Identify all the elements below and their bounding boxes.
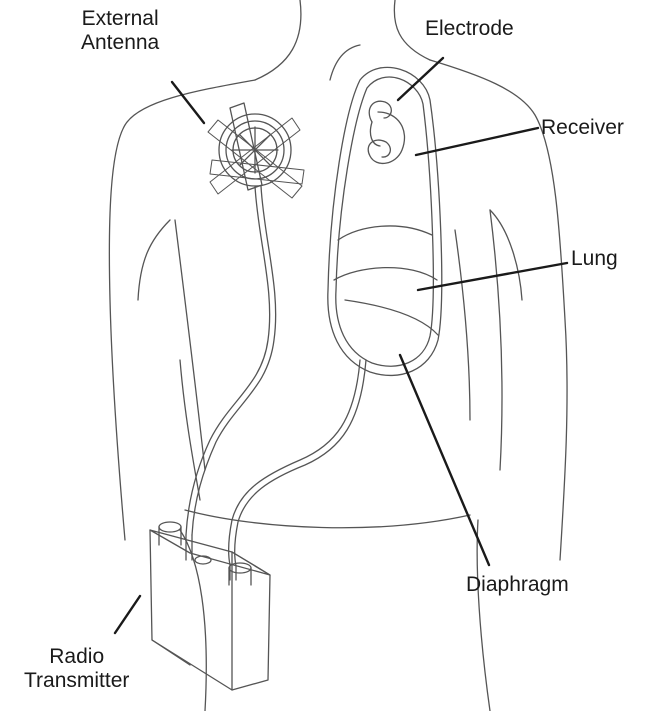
torso-outline — [109, 0, 567, 711]
label-radio-transmitter-line1: Radio — [24, 645, 129, 669]
leader-external-antenna — [172, 82, 204, 123]
label-external-antenna-line1: External — [81, 7, 159, 31]
label-diaphragm: Diaphragm — [466, 573, 569, 597]
label-electrode: Electrode — [425, 17, 514, 41]
lung-shape — [328, 67, 442, 375]
leader-radio-transmitter — [115, 596, 140, 633]
label-external-antenna: External Antenna — [81, 7, 159, 55]
leader-lung — [418, 263, 567, 290]
label-lung: Lung — [571, 247, 618, 271]
label-external-antenna-line2: Antenna — [81, 31, 159, 55]
receiver-coil — [368, 101, 404, 163]
label-radio-transmitter: Radio Transmitter — [24, 645, 129, 693]
radio-transmitter-box — [150, 522, 270, 690]
external-antenna-disc — [208, 103, 304, 198]
label-radio-transmitter-line2: Transmitter — [24, 669, 129, 693]
leader-diaphragm — [400, 355, 489, 565]
label-receiver: Receiver — [541, 116, 624, 140]
leader-electrode — [398, 58, 443, 100]
